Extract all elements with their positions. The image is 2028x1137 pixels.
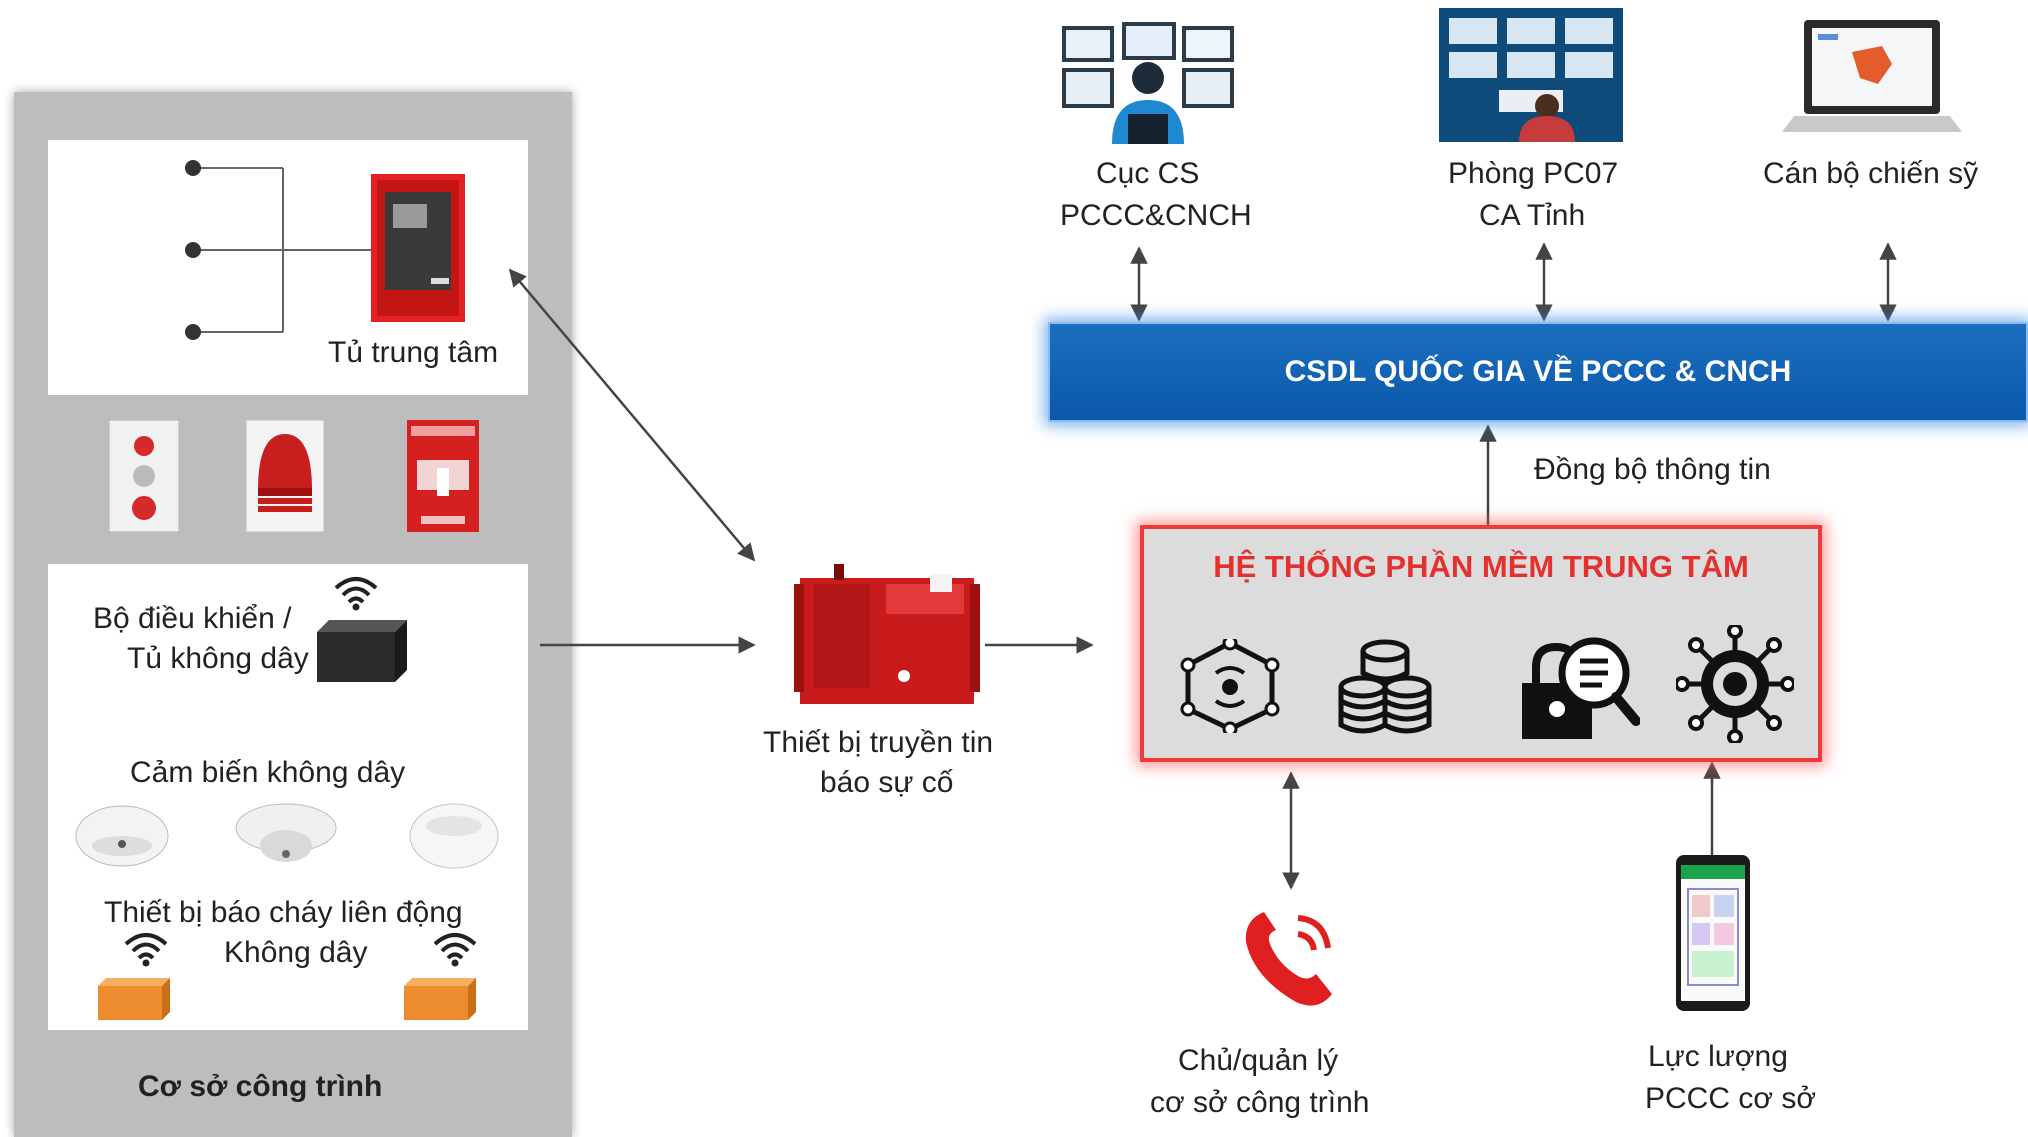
force-label-2: PCCC cơ sở [1645,1082,1817,1115]
user-1-label-2: PCCC&CNCH [1060,199,1252,232]
wifi-icon [433,933,477,967]
network-signal-icon [1180,639,1280,733]
operations-room-icon [1439,8,1623,142]
user-2-label-1: Phòng PC07 [1448,157,1619,190]
phone-call-icon [1245,912,1332,1006]
user-3-label: Cán bộ chiến sỹ [1763,157,1979,190]
user-2-label-2: CA Tỉnh [1479,199,1586,232]
fire-alarm-pull-station-icon [407,420,479,532]
user-1-label-1: Cục CS [1096,157,1200,190]
smartphone-app-icon [1676,855,1750,1011]
monitoring-center-icon [1062,22,1234,144]
central-cabinet-label: Tủ trung tâm [328,336,499,369]
linked-alarm-label-1: Thiết bị báo cháy liên động [104,896,463,929]
wifi-icon [334,577,378,611]
gear-network-icon [1676,625,1794,743]
sync-label: Đồng bộ thông tin [1534,453,1771,486]
heat-detector-icon [235,803,337,862]
wireless-sensor-label: Cảm biến không dây [130,756,406,789]
central-software-title: HỆ THỐNG PHẦN MỀM TRUNG TÂM [1213,549,1749,584]
national-database-bar: CSDL QUỐC GIA VỀ PCCC & CNCH [1048,322,2028,422]
wired-detector-wiring [185,160,373,340]
smoke-heat-detector-icon [409,803,499,869]
manual-call-point-icon [109,420,179,532]
wifi-icon [124,933,168,967]
national-database-label: CSDL QUỐC GIA VỀ PCCC & CNCH [1284,355,1792,388]
wireless-module-box-icon [98,978,170,1020]
owner-label-1: Chủ/quản lý [1178,1044,1339,1077]
wireless-controller-box-icon [317,620,407,682]
database-coins-icon [1338,639,1432,734]
transmitter-label-1: Thiết bị truyền tin [763,726,994,759]
wireless-module-box-icon [404,978,476,1020]
site-panel: Tủ trung tâm Bộ điều khiển / Tủ không dâ… [14,92,572,1137]
security-search-icon [1522,637,1640,739]
site-title: Cơ sở công trình [138,1070,383,1103]
wireless-controller-label-1: Bộ điều khiển / [93,602,292,635]
alarm-transmitter-device-icon [794,564,980,704]
transmitter-label-2: báo sự cố [820,766,954,799]
laptop-icon [1782,20,1962,132]
central-software-box: HỆ THỐNG PHẦN MỀM TRUNG TÂM [1140,525,1822,762]
wireless-controller-label-2: Tủ không dây [127,642,309,675]
smoke-detector-icon [75,805,169,867]
owner-label-2: cơ sở công trình [1150,1086,1370,1119]
strobe-siren-icon [246,420,324,532]
force-label-1: Lực lượng [1648,1040,1788,1073]
wired-system-box: Tủ trung tâm [48,140,528,395]
fire-alarm-control-panel-icon [371,174,465,322]
wireless-system-box: Bộ điều khiển / Tủ không dây Cảm biến kh… [48,564,528,1030]
linked-alarm-label-2: Không dây [224,936,368,969]
